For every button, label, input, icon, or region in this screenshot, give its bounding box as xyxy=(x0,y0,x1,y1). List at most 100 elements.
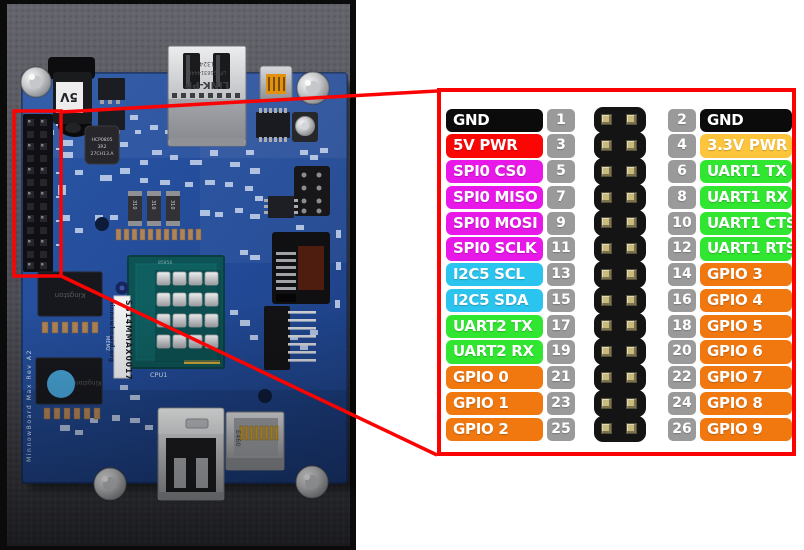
header-block xyxy=(594,183,646,211)
pin-label-right: UART1 RX xyxy=(700,185,792,210)
pin-label-left: UART2 TX xyxy=(446,314,543,338)
pin-number-right: 18 xyxy=(668,314,696,338)
pin-label-right: 3.3V PWR xyxy=(700,134,792,158)
pin-label-right: GPIO 7 xyxy=(700,366,792,390)
header-pin-pad xyxy=(601,243,612,255)
header-pin-pad xyxy=(625,371,637,383)
header-block xyxy=(594,415,646,443)
header-block xyxy=(594,389,646,417)
pin-label-right: GPIO 4 xyxy=(700,288,792,313)
pin-label-left: GPIO 1 xyxy=(446,391,543,416)
pin-number-right: 16 xyxy=(668,288,696,313)
vignette xyxy=(7,4,350,546)
pin-number-right: 22 xyxy=(668,366,696,390)
header-block xyxy=(594,338,646,366)
pin-number-right: 24 xyxy=(668,391,696,416)
header-pin-pad xyxy=(625,346,637,358)
header-block xyxy=(594,158,646,185)
pin-label-left: SPI0 MISO xyxy=(446,185,543,210)
pin-number-left: 23 xyxy=(547,391,575,416)
board-photo: 5V HCP0805 3R2 27CH13.A 310 xyxy=(0,0,356,550)
header-pin-pad xyxy=(625,191,637,203)
pin-label-left: SPI0 CS0 xyxy=(446,160,543,184)
header-block xyxy=(594,106,646,134)
pin-number-left: 3 xyxy=(547,134,575,158)
header-pin-pad xyxy=(625,423,637,435)
header-pin-pad xyxy=(601,346,612,358)
pin-number-right: 10 xyxy=(668,211,696,235)
pin-label-left: GND xyxy=(446,108,543,132)
pin-label-right: GPIO 3 xyxy=(700,263,792,287)
pin-number-right: 8 xyxy=(668,185,696,210)
pin-label-left: I2C5 SDA xyxy=(446,288,543,313)
pin-number-left: 13 xyxy=(547,263,575,287)
header-pin-pad xyxy=(601,423,612,435)
header-pin-pad xyxy=(601,371,612,383)
pin-number-right: 26 xyxy=(668,417,696,441)
pin-number-right: 4 xyxy=(668,134,696,158)
header-pin-pad xyxy=(625,165,637,177)
pin-label-left: UART2 RX xyxy=(446,340,543,364)
pin-number-left: 11 xyxy=(547,237,575,261)
pin-number-left: 25 xyxy=(547,417,575,441)
pin-label-right: GPIO 9 xyxy=(700,417,792,441)
pin-number-left: 7 xyxy=(547,185,575,210)
pin-number-left: 21 xyxy=(547,366,575,390)
pin-label-right: GND xyxy=(700,108,792,132)
header-block xyxy=(594,312,646,340)
pin-number-left: 19 xyxy=(547,340,575,364)
pin-number-right: 6 xyxy=(668,160,696,184)
header-pin-pad xyxy=(625,217,637,229)
header-pin-pad xyxy=(601,114,612,126)
header-pin-pad xyxy=(625,268,637,280)
header-block xyxy=(594,209,646,237)
header-pin-pad xyxy=(625,397,637,409)
pin-number-right: 14 xyxy=(668,263,696,287)
header-pin-pad xyxy=(601,268,612,280)
pin-label-right: UART1 TX xyxy=(700,160,792,184)
pin-label-right: GPIO 8 xyxy=(700,391,792,416)
pin-number-right: 20 xyxy=(668,340,696,364)
pin-label-right: GPIO 5 xyxy=(700,314,792,338)
header-pin-pad xyxy=(601,191,612,203)
pin-number-left: 1 xyxy=(547,108,575,132)
header-pin-pad xyxy=(625,243,637,255)
header-pin-pad xyxy=(601,320,612,332)
pin-label-left: SPI0 SCLK xyxy=(446,237,543,261)
header-pin-pad xyxy=(601,217,612,229)
header-pin-pad xyxy=(601,397,612,409)
pin-number-right: 12 xyxy=(668,237,696,261)
pin-label-right: UART1 RTS xyxy=(700,237,792,261)
pin-label-right: UART1 CTS xyxy=(700,211,792,235)
header-block xyxy=(594,132,646,160)
header-pin-pad xyxy=(625,140,637,152)
header-pin-pad xyxy=(601,165,612,177)
pin-label-right: GPIO 6 xyxy=(700,340,792,364)
header-pin-pad xyxy=(625,320,637,332)
header-block xyxy=(594,261,646,288)
header-pin-pad xyxy=(625,114,637,126)
pin-label-left: I2C5 SCL xyxy=(446,263,543,287)
pin-number-left: 15 xyxy=(547,288,575,313)
header-pin-pad xyxy=(601,140,612,152)
header-block xyxy=(594,235,646,263)
header-pin-pad xyxy=(625,294,637,306)
pin-number-left: 9 xyxy=(547,211,575,235)
header-block xyxy=(594,364,646,391)
pin-label-left: 5V PWR xyxy=(446,134,543,158)
pin-label-left: SPI0 MOSI xyxy=(446,211,543,235)
